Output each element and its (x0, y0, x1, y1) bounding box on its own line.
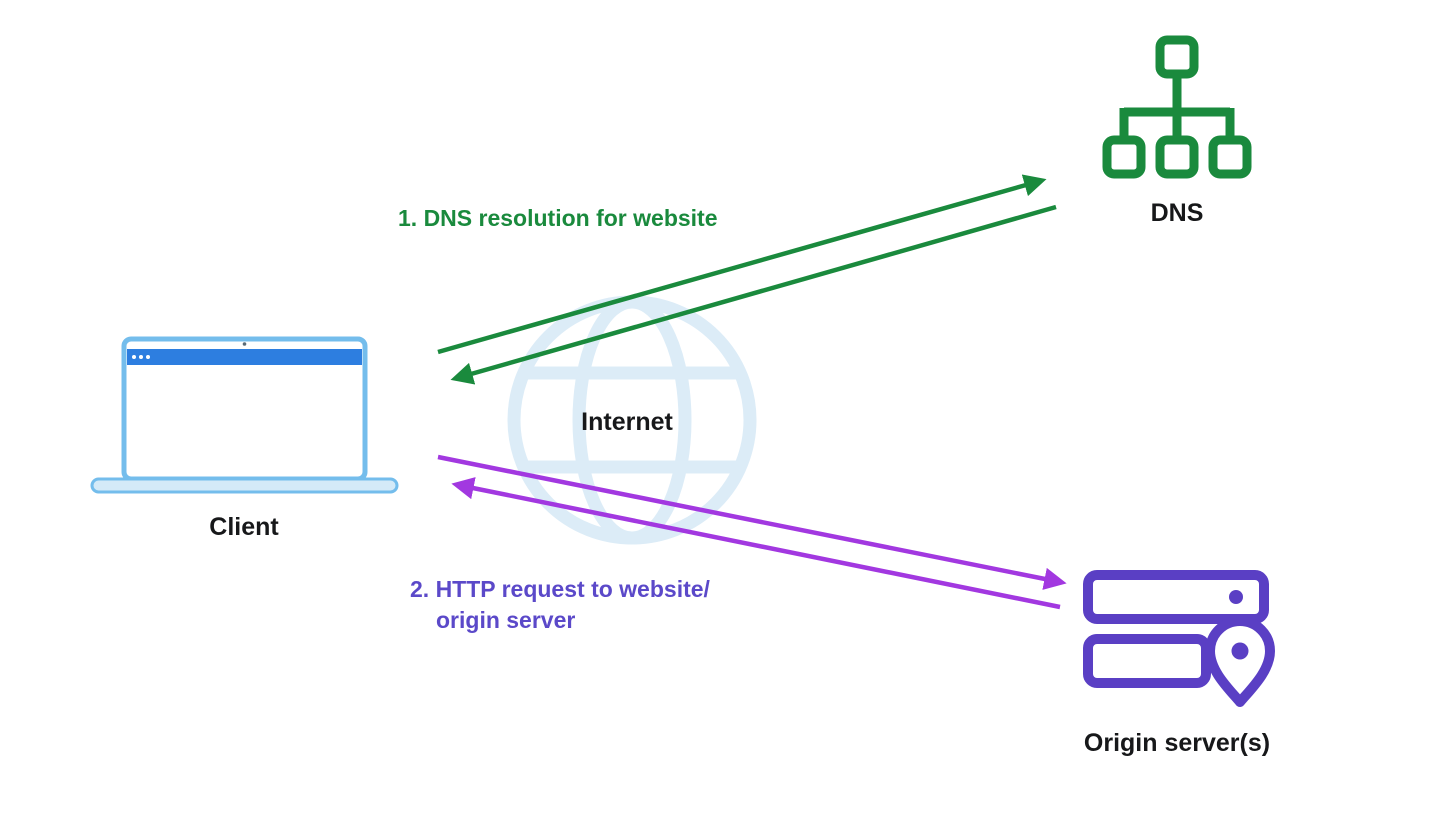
internet-globe-icon (507, 295, 757, 545)
dns-tree-icon (1102, 35, 1252, 179)
http-flow-arrows (437, 454, 1067, 610)
client-laptop-icon (90, 336, 399, 494)
location-pin-icon (1205, 616, 1275, 707)
http-request-arrow (437, 454, 1067, 590)
origin-server-icon (1083, 570, 1275, 707)
dns-flow-arrows (437, 174, 1057, 385)
dns-label: DNS (1150, 199, 1204, 227)
http-response-arrow (451, 477, 1061, 610)
dns-response-arrow (450, 204, 1057, 385)
http-flow-label-line2: origin server (436, 607, 576, 633)
http-flow-label: 2. HTTP request to website/ origin serve… (410, 574, 710, 636)
origin-server-label: Origin server(s) (1083, 729, 1271, 757)
client-label: Client (209, 513, 279, 541)
http-flow-label-line1: 2. HTTP request to website/ (410, 576, 710, 602)
internet-label: Internet (581, 408, 673, 436)
dns-flow-label: 1. DNS resolution for website (398, 205, 718, 231)
dns-request-arrow (437, 174, 1047, 355)
